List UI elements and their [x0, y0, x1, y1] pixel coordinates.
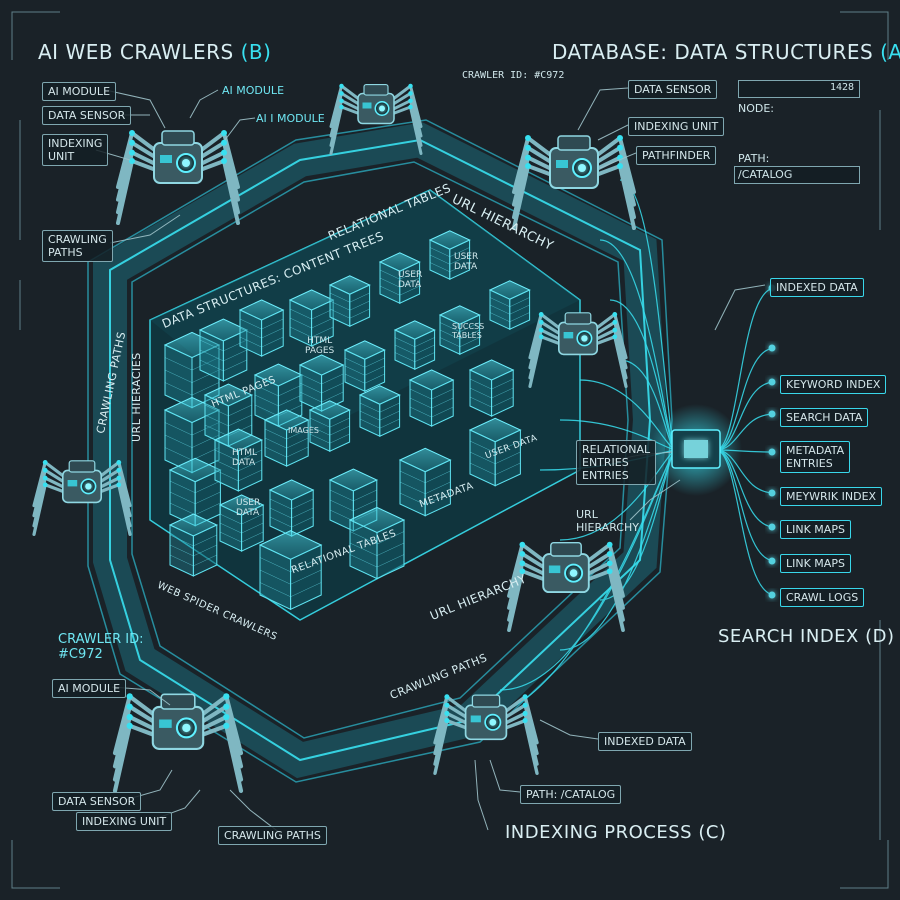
spider-robot — [32, 460, 132, 537]
label-indexing-unit-bl: INDEXING UNIT — [76, 812, 173, 831]
label-pathfinder-tr: PATHFINDER — [636, 146, 717, 165]
label-crawler-id-tr: CRAWLER ID: #C972 — [462, 70, 565, 81]
label-ai-module-tm: AI MODULE — [222, 84, 285, 97]
spider-robot — [433, 694, 539, 776]
spider-robot — [329, 83, 423, 155]
label-path-catalog-bm: PATH: /CATALOG — [520, 785, 622, 804]
data-cube — [163, 331, 221, 409]
label-indexing-unit-tr: INDEXING UNIT — [628, 117, 725, 136]
title-indexing-process: INDEXING PROCESS (C) — [505, 822, 727, 843]
data-cube — [258, 530, 323, 611]
search-index-item: KEYWORD INDEX — [780, 375, 887, 394]
label-user-data-1: USER DATA — [398, 270, 423, 290]
data-cube — [168, 513, 218, 577]
data-cube — [378, 252, 421, 305]
data-cube — [348, 506, 406, 580]
node-label: NODE: — [738, 102, 775, 115]
spider-robot — [507, 541, 625, 633]
data-cube — [168, 457, 222, 527]
label-data-sensor-tr: DATA SENSOR — [628, 80, 718, 99]
data-cube — [298, 354, 345, 412]
data-cube — [238, 299, 285, 357]
data-cube — [438, 305, 481, 356]
title-ai-web-crawlers: AI WEB CRAWLERS (B) — [38, 40, 272, 64]
label-url-hieracies: URL HIERACIES — [130, 352, 143, 442]
data-cube — [218, 494, 265, 552]
label-user-data-3: USER DATA — [236, 498, 261, 518]
label-data-sensor-bl: DATA SENSOR — [52, 792, 142, 811]
label-url-hierarchy-mid: URL HIERARCHY — [576, 508, 639, 534]
data-cube — [408, 369, 455, 427]
data-cube — [213, 428, 263, 492]
data-cube — [263, 409, 310, 467]
title-database-letter: (A) — [880, 40, 900, 64]
label-crawler-id-bl: CRAWLER ID: #C972 — [58, 632, 144, 662]
crawling-path-track — [87, 119, 673, 783]
label-relational-entries: RELATIONAL ENTRIES ENTRIES — [576, 440, 657, 485]
crawler-robots — [32, 83, 636, 793]
data-cube — [268, 479, 315, 537]
spider-robot — [528, 312, 628, 389]
data-cube — [428, 230, 471, 281]
node-count: 1428 — [830, 82, 855, 93]
label-ai-i-module-tm: AI I MODULE — [256, 112, 325, 125]
data-cube — [358, 385, 401, 438]
search-index-item: METADATA ENTRIES — [780, 441, 851, 473]
path-value: /CATALOG — [738, 168, 793, 181]
label-crawling-paths-bl: CRAWLING PATHS — [218, 826, 327, 845]
database-slab — [149, 189, 581, 621]
data-cube — [343, 340, 386, 393]
path-value-box — [734, 166, 860, 184]
label-indexing-unit-tl: INDEXING UNIT — [42, 134, 109, 166]
path-label: PATH: — [738, 152, 770, 165]
label-ai-module-tl: AI MODULE — [42, 82, 117, 101]
data-cube — [308, 400, 351, 453]
data-cube — [398, 447, 452, 517]
spider-robot — [512, 135, 636, 230]
label-images: IMAGES — [288, 426, 319, 435]
search-index-item: MEYWRIK INDEX — [780, 487, 883, 506]
search-index-item: SEARCH DATA — [780, 408, 869, 427]
spider-robot — [116, 130, 240, 225]
label-user-data-2: USER DATA — [454, 252, 479, 272]
label-indexed-data-bm: INDEXED DATA — [598, 732, 692, 751]
title-search-index: SEARCH INDEX (D) — [718, 626, 895, 647]
title-crawlers-letter: (B) — [240, 40, 272, 64]
data-cube — [488, 280, 531, 331]
data-cube — [468, 359, 515, 417]
label-html-data: HTML DATA — [232, 448, 258, 468]
frame-corners — [11, 11, 889, 889]
label-html-pages-2: HTML PAGES — [305, 336, 335, 356]
data-cube — [198, 318, 248, 382]
title-database-structures: DATABASE: DATA STRUCTURES (A) — [552, 40, 900, 64]
search-index-item: LINK MAPS — [780, 554, 851, 573]
data-cube — [328, 275, 371, 328]
search-hub — [650, 404, 742, 496]
search-index-item: INDEXED DATA — [770, 278, 864, 297]
spider-robot — [112, 693, 244, 793]
data-cube — [288, 289, 335, 347]
search-index-item: CRAWL LOGS — [780, 588, 865, 607]
label-success-tables: SUCCSS TABLES — [452, 322, 485, 340]
search-index-item: LINK MAPS — [780, 520, 851, 539]
label-crawling-paths-tl: CRAWLING PATHS — [42, 230, 113, 262]
label-ai-module-bl: AI MODULE — [52, 679, 127, 698]
data-cubes — [163, 230, 531, 611]
data-cube — [393, 320, 436, 371]
label-data-sensor-tl: DATA SENSOR — [42, 106, 132, 125]
node-count-box — [738, 80, 860, 98]
data-cube — [468, 417, 522, 487]
